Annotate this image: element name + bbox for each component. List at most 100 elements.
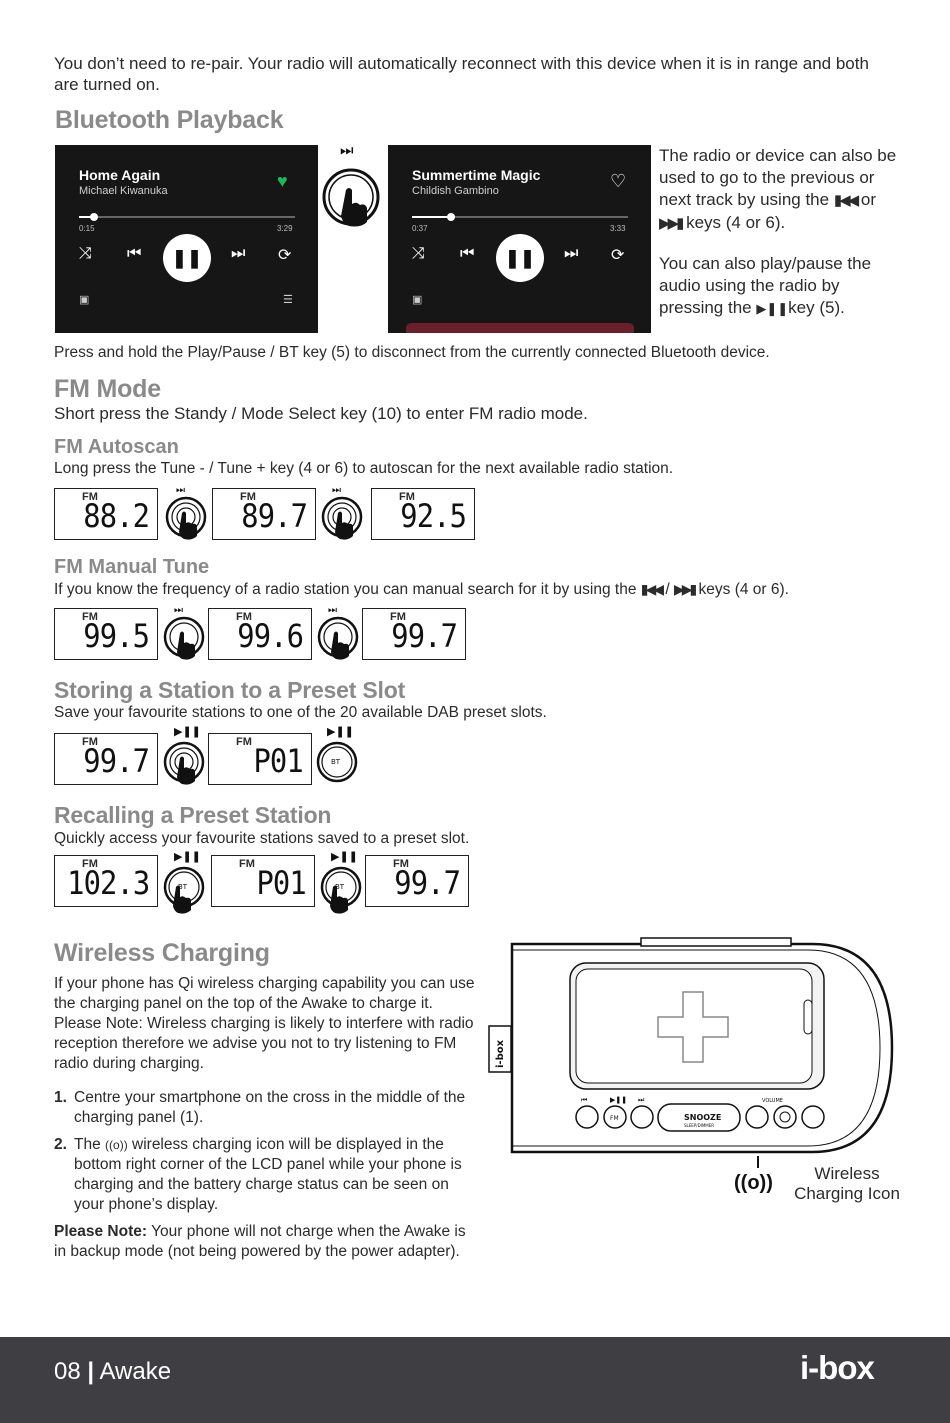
wireless-charging-icon: ((o)) [734,1172,773,1194]
fm-autoscan-text: Long press the Tune - / Tune + key (4 or… [54,460,674,477]
list-number: 2. [54,1136,67,1153]
track-title: Summertime Magic [412,167,541,183]
play-pause-key-icon: ▶❚❚ [756,301,789,316]
svg-text:⏮: ⏮ [581,1096,587,1104]
tune-knob-icon: ⏭ [320,483,364,543]
svg-text:▶❚❚: ▶❚❚ [174,850,201,863]
previous-key-icon: ▮◀◀ [833,192,859,209]
bt-button-icon: ▶❚❚ BT [315,724,359,784]
bottom-bar [406,323,634,333]
page-number-label: 08 | Awake [54,1358,172,1385]
bluetooth-heading: Bluetooth Playback [55,106,284,134]
awake-device-illustration: i-box ⏮ ▶❚❚ ⏭ FM SNOOZE SLEEP/DIMMER VOL… [486,936,898,1162]
pause-button[interactable]: ❚❚ [163,234,211,282]
svg-text:⏭: ⏭ [174,605,183,616]
svg-text:⏭: ⏭ [332,485,341,496]
track-title: Home Again [79,167,161,183]
svg-text:⏭: ⏭ [340,141,354,159]
svg-text:▶❚❚: ▶❚❚ [331,850,358,863]
heart-icon[interactable]: ♥ [277,171,288,191]
pause-button[interactable]: ❚❚ [496,234,544,282]
fm-autoscan-heading: FM Autoscan [54,436,179,458]
ibox-logo: i-box [800,1349,875,1386]
svg-text:i-box: i-box [495,1039,506,1068]
previous-icon[interactable]: ⏮ [460,245,475,262]
svg-text:▶❚❚: ▶❚❚ [610,1096,627,1104]
list-item: Centre your smartphone on the cross in t… [74,1089,466,1126]
page-footer: 08 | Awake i-box [0,1337,950,1423]
svg-text:SLEEP/DIMMER: SLEEP/DIMMER [684,1123,714,1128]
list-item: The ((o)) wireless charging icon will be… [74,1136,462,1213]
fm-manual-text: If you know the frequency of a radio sta… [54,581,789,598]
bt-button-icon: ▶❚❚ BT [319,849,363,914]
repeat-icon[interactable]: ⟳ [278,247,292,264]
progress-bar[interactable] [412,213,628,221]
wireless-note: Please Note: Your phone will not charge … [54,1223,466,1260]
list-number: 1. [54,1089,67,1106]
next-key-icon: ▶▶▮ [673,581,697,597]
player-screen-1: Home Again Michael Kiwanuka ♥ 0:15 3:29 … [55,145,318,333]
play-pause-text: You can also play/pause the audio using … [659,254,872,317]
play-pause-knob-icon: ▶❚❚ [162,724,206,785]
wireless-heading: Wireless Charging [54,939,270,967]
svg-text:⏭: ⏭ [638,1096,645,1104]
elapsed-time: 0:15 [79,224,95,233]
recalling-heading: Recalling a Preset Station [54,802,332,828]
next-icon[interactable]: ⏭ [564,245,579,262]
tune-knob-icon: ⏭ [164,483,208,543]
track-artist: Michael Kiwanuka [79,185,168,197]
svg-text:BT: BT [178,883,188,891]
heart-outline-icon[interactable]: ♡ [610,171,627,191]
recalling-text: Quickly access your favourite stations s… [54,830,470,847]
callout-line [757,1156,759,1168]
track-keys-text: The radio or device can also be used to … [659,146,897,232]
fm-manual-heading: FM Manual Tune [54,556,210,578]
svg-text:⏭: ⏭ [176,485,185,496]
queue-icon[interactable]: ☰ [283,294,293,306]
svg-text:▶❚❚: ▶❚❚ [327,725,354,738]
track-artist: Childish Gambino [412,185,499,197]
progress-bar[interactable] [79,213,295,221]
storing-text: Save your favourite stations to one of t… [54,704,547,721]
shuffle-icon[interactable]: ⤨ [412,245,425,262]
svg-text:⏭: ⏭ [328,605,337,616]
intro-text: You don’t need to re-pair. Your radio wi… [54,54,869,94]
svg-text:VOLUME: VOLUME [762,1098,783,1104]
repeat-icon[interactable]: ⟳ [611,247,625,264]
previous-key-icon: ▮◀◀ [640,581,664,597]
svg-text:BT: BT [331,758,341,766]
fm-mode-text: Short press the Standy / Mode Select key… [54,404,588,423]
devices-icon[interactable]: ▣ [79,294,90,306]
player-screen-2: Summertime Magic Childish Gambino ♡ 0:37… [388,145,651,333]
storing-heading: Storing a Station to a Preset Slot [54,677,406,703]
shuffle-icon[interactable]: ⤨ [79,245,92,262]
svg-text:▶❚❚: ▶❚❚ [174,725,201,738]
fm-mode-heading: FM Mode [54,375,161,403]
bt-button-icon: ▶❚❚ BT [162,849,206,914]
wireless-paragraph: If your phone has Qi wireless charging c… [54,975,475,1072]
total-time: 3:29 [277,224,293,233]
next-icon[interactable]: ⏭ [231,245,246,262]
tune-knob-icon: ⏭ [162,603,206,663]
total-time: 3:33 [610,224,626,233]
next-key-press-icon: ⏭ [320,140,384,235]
svg-text:FM: FM [610,1115,619,1122]
svg-text:SNOOZE: SNOOZE [684,1113,721,1122]
elapsed-time: 0:37 [412,224,428,233]
wireless-charging-icon: ((o)) [105,1138,128,1152]
svg-text:BT: BT [335,883,345,891]
devices-icon[interactable]: ▣ [412,294,423,306]
previous-icon[interactable]: ⏮ [127,245,142,262]
tune-knob-icon: ⏭ [316,603,360,663]
